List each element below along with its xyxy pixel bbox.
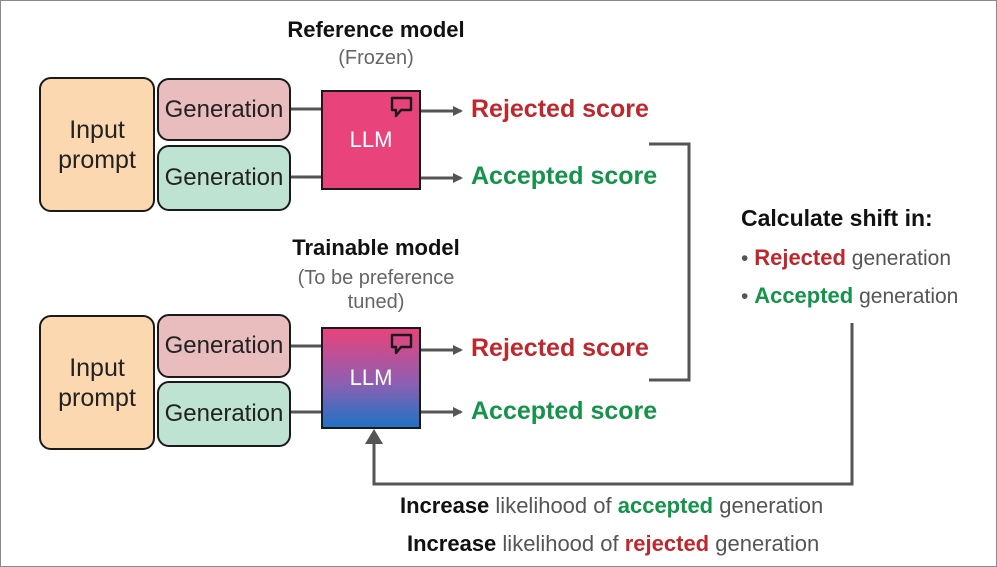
trainable-model-subtitle: (To be preference tuned) <box>297 267 455 313</box>
bullet-rest: generation <box>859 285 959 308</box>
bullet-rest: generation <box>851 247 952 270</box>
trainable-input-prompt: Input prompt <box>39 315 155 450</box>
rejected-emphasis: rejected <box>624 531 710 556</box>
calculate-bullet-rejected: • Rejected generation <box>741 245 951 271</box>
input-prompt-label: Input prompt <box>58 353 136 412</box>
trainable-generation-rejected: Generation <box>157 314 291 378</box>
reference-input-prompt: Input prompt <box>39 77 155 212</box>
trainable-llm-box: LLM <box>321 327 421 429</box>
likelihood-text: likelihood of <box>495 493 612 518</box>
accepted-emphasis: accepted <box>617 493 714 518</box>
reference-generation-rejected: Generation <box>157 78 291 141</box>
speech-bubble-icon <box>390 96 413 118</box>
generation-label: Generation <box>164 332 284 359</box>
likelihood-text: likelihood of <box>502 531 619 556</box>
trainable-generation-accepted: Generation <box>157 381 291 447</box>
increase-verb: Increase <box>407 531 497 556</box>
reference-rejected-score: Rejected score <box>471 95 649 123</box>
bullet-dot: • <box>741 285 749 308</box>
trainable-model-title: Trainable model <box>292 235 460 260</box>
input-prompt-label: Input prompt <box>58 115 136 174</box>
generation-text: generation <box>715 531 820 556</box>
trainable-accepted-score: Accepted score <box>471 397 658 425</box>
score-bracket <box>649 142 691 382</box>
generation-label: Generation <box>164 164 284 191</box>
increase-verb: Increase <box>400 493 490 518</box>
llm-label: LLM <box>349 365 393 390</box>
calculate-bullet-accepted: • Accepted generation <box>741 283 958 309</box>
llm-label: LLM <box>349 127 393 152</box>
rejected-emphasis: Rejected <box>754 245 846 270</box>
accepted-emphasis: Accepted <box>754 283 854 308</box>
reference-generation-accepted: Generation <box>157 145 291 211</box>
arrow-up-icon <box>365 429 383 444</box>
trainable-rejected-score: Rejected score <box>471 334 649 362</box>
speech-bubble-icon <box>390 333 413 355</box>
reference-llm-box: LLM <box>321 90 421 190</box>
generation-text: generation <box>719 493 824 518</box>
feedback-loop <box>372 323 854 486</box>
feedback-line-accepted: Increase likelihood of accepted generati… <box>400 493 823 519</box>
generation-label: Generation <box>164 400 284 427</box>
reference-accepted-score: Accepted score <box>471 162 658 190</box>
reference-model-title: Reference model <box>287 17 465 42</box>
generation-label: Generation <box>164 95 284 123</box>
bullet-dot: • <box>741 247 749 270</box>
reference-model-subtitle: (Frozen) <box>338 47 414 69</box>
calculate-shift-heading: Calculate shift in: <box>741 205 933 231</box>
feedback-line-rejected: Increase likelihood of rejected generati… <box>407 531 819 557</box>
